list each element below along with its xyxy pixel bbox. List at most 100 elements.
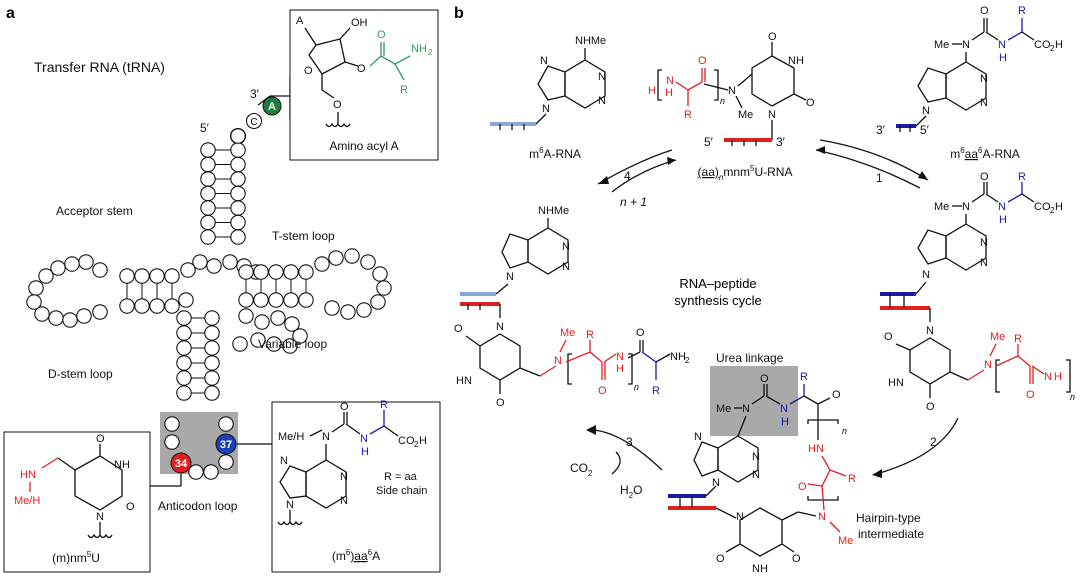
t-stem-nucleotide-bottom [238, 292, 254, 308]
svg-text:O: O [454, 323, 463, 335]
svg-text:N: N [694, 431, 702, 443]
svg-text:Me: Me [934, 39, 949, 51]
svg-text:CO: CO [1034, 39, 1051, 51]
t-stem-loop-label: T-stem loop [272, 229, 335, 243]
svg-text:3′: 3′ [776, 135, 786, 149]
d-stem-nucleotide-bottom [119, 298, 135, 314]
svg-text:R: R [586, 329, 594, 341]
svg-text:H: H [999, 214, 1007, 226]
svg-text:5′: 5′ [920, 123, 930, 137]
svg-text:CO: CO [1034, 201, 1051, 213]
svg-text:3′: 3′ [876, 123, 886, 137]
svg-text:n: n [1070, 392, 1075, 402]
svg-text:R = aa: R = aa [384, 471, 418, 483]
anticodon-stem-nucleotide-3 [204, 325, 220, 341]
variable-loop-nucleotide [266, 336, 282, 352]
svg-text:O: O [832, 389, 841, 401]
t-loop-nucleotide [370, 294, 386, 310]
t-stem-nucleotide-bottom [253, 292, 269, 308]
n-plus-1-label: n + 1 [620, 195, 647, 209]
t-loop-nucleotide [360, 254, 376, 270]
d-loop-nucleotide [62, 312, 78, 328]
svg-text:N: N [322, 431, 330, 443]
d-loop-nucleotide [78, 254, 94, 270]
svg-text:n: n [720, 96, 725, 106]
d-loop-nucleotide [92, 304, 108, 320]
svg-text:2: 2 [685, 356, 690, 365]
svg-text:R: R [652, 385, 660, 397]
step3-label: 3 [626, 435, 633, 449]
position-34-label: 34 [175, 458, 188, 470]
svg-text:Me: Me [738, 109, 753, 121]
svg-text:H: H [1055, 201, 1063, 213]
svg-text:NHMe: NHMe [575, 35, 606, 47]
svg-text:N: N [562, 241, 570, 253]
acceptor-nucleotide-3 [230, 214, 246, 231]
panel-a-label: a [6, 5, 15, 22]
svg-text:O: O [792, 553, 801, 565]
d-loop-nucleotide [38, 268, 54, 284]
t-loop-nucleotide [376, 280, 392, 296]
mnm5u-box [3, 431, 151, 573]
svg-text:N: N [922, 105, 930, 117]
svg-text:Side chain: Side chain [376, 485, 427, 497]
t-loop-nucleotide [340, 304, 356, 320]
svg-text:O: O [377, 29, 386, 41]
equilibrium-arrow-step4 [597, 149, 677, 193]
svg-text:H: H [616, 363, 624, 375]
nucleotide-c1 [245, 112, 263, 130]
svg-text:Me: Me [560, 327, 575, 339]
acceptor-nucleotide-5 [200, 185, 216, 202]
svg-text:O: O [698, 55, 707, 67]
svg-text:O: O [333, 99, 342, 111]
variable-loop-nucleotide [282, 338, 298, 354]
acceptor-nucleotide-3 [230, 142, 246, 158]
svg-text:N: N [962, 39, 970, 51]
svg-text:N: N [742, 403, 750, 415]
svg-text:O: O [598, 385, 607, 397]
anticodon-nucleotide [164, 416, 180, 432]
svg-text:O: O [636, 327, 645, 339]
m6aa6a-caption: (m6)aa6A [332, 548, 380, 563]
step4-label: 4 [624, 169, 631, 183]
svg-text:O: O [716, 553, 725, 565]
svg-text:N: N [922, 269, 930, 281]
svg-text:2: 2 [428, 48, 433, 57]
hairpin-label-1: Hairpin-type [856, 511, 921, 525]
acceptor-nucleotide-5 [200, 156, 216, 173]
variable-loop-nucleotide [232, 336, 248, 352]
svg-text:N: N [506, 271, 514, 283]
amino-acyl-box [289, 9, 439, 161]
anticodon-nucleotide [218, 416, 234, 432]
acceptor-nucleotide-3 [230, 156, 246, 173]
svg-text:HN: HN [456, 375, 472, 387]
product-structure-right: Me N O N H R CO 2 H N N N N O HN O N [880, 171, 1075, 413]
anticodon-stem-nucleotide-5 [176, 370, 192, 386]
equilibrium-arrow-step1 [815, 139, 929, 189]
svg-text:R: R [1018, 5, 1026, 17]
variable-loop-nucleotide [270, 310, 286, 326]
svg-text:N: N [540, 55, 548, 67]
svg-text:N: N [980, 73, 988, 85]
svg-text:O: O [760, 373, 769, 385]
anticodon-stem-nucleotide-3 [204, 370, 220, 386]
svg-text:R: R [380, 399, 388, 411]
t-stem-nucleotide-top [298, 264, 314, 280]
m6a-rna-structure: NHMe N N N N [490, 35, 606, 130]
arrow-step3 [589, 429, 663, 471]
svg-text:Me: Me [990, 331, 1005, 343]
m6aa6a-rna-label: m6aa6A-RNA [950, 146, 1020, 161]
d-stem-nucleotide-bottom [164, 298, 180, 314]
svg-text:2: 2 [1050, 206, 1055, 215]
t-loop-nucleotide [314, 256, 330, 272]
svg-text:N: N [998, 39, 1006, 51]
d-stem-nucleotide-top [164, 268, 180, 284]
svg-text:O: O [304, 65, 313, 77]
position-37-marker [215, 433, 237, 455]
svg-text:O: O [1026, 389, 1035, 401]
svg-text:R: R [1018, 171, 1026, 183]
acceptor-nucleotide-3 [230, 171, 246, 187]
anticodon-stem-nucleotide-5 [176, 385, 192, 401]
t-stem-nucleotide-top [238, 264, 254, 280]
svg-text:O: O [926, 401, 935, 413]
